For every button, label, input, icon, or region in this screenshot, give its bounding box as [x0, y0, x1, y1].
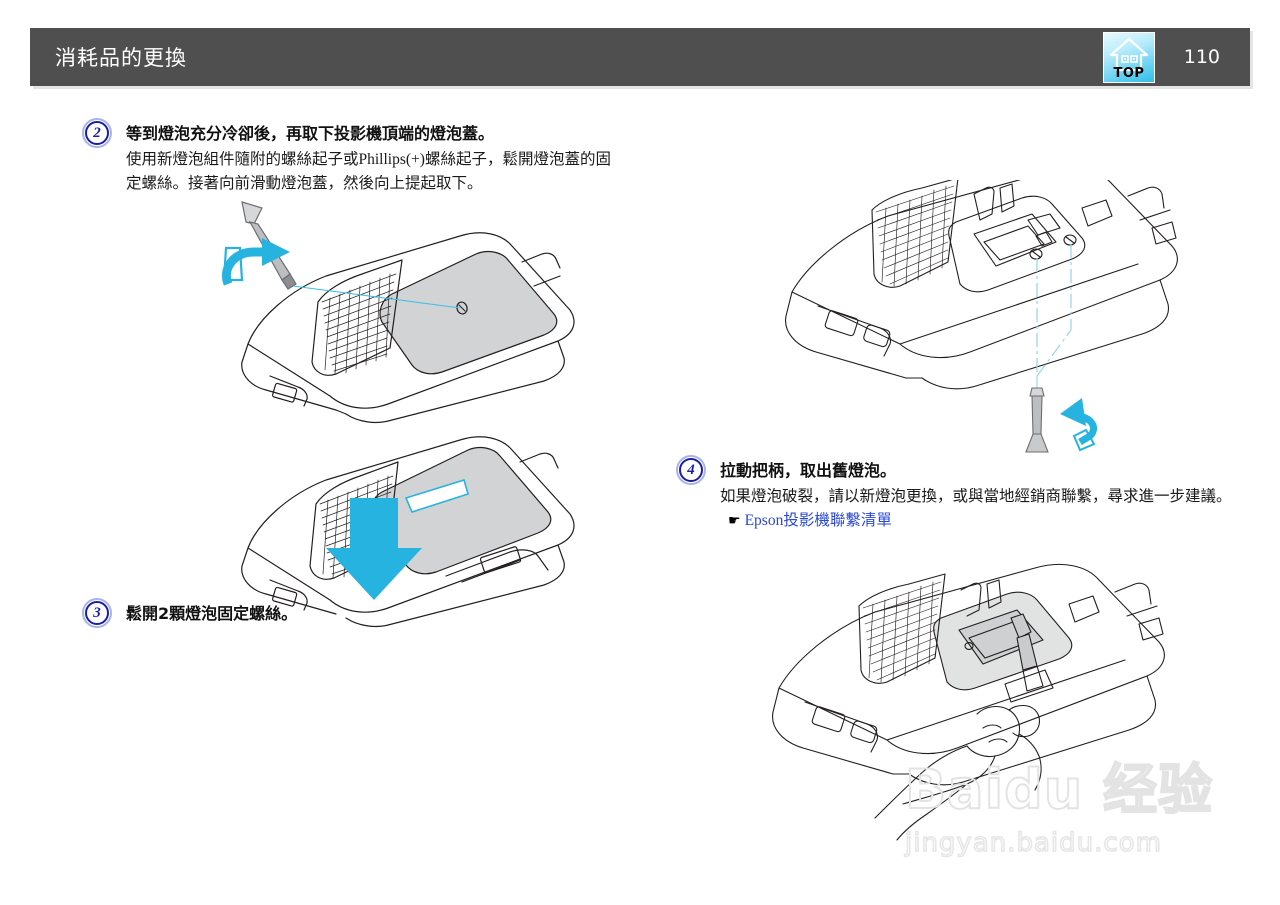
step-3-badge: 3: [82, 598, 112, 628]
badge-ring-outer: [676, 455, 706, 485]
step-4-heading: 拉動把柄，取出舊燈泡。: [720, 461, 897, 480]
step-3-heading: 鬆開2顆燈泡固定螺絲。: [126, 604, 298, 623]
badge-ring-inner: [85, 121, 109, 145]
page-header-bar: 消耗品的更換 TOP 110: [30, 28, 1250, 86]
page-title: 消耗品的更換: [55, 46, 187, 70]
badge-ring-outer: [82, 118, 112, 148]
house-top-icon: [1108, 36, 1150, 77]
step-4-body: 如果燈泡破裂，請以新燈泡更換，或與當地經銷商聯繫，尋求進一步建議。 ☛Epson投…: [720, 485, 1240, 532]
badge-ring-inner: [679, 458, 703, 482]
step-4-body-text: 如果燈泡破裂，請以新燈泡更換，或與當地經銷商聯繫，尋求進一步建議。: [720, 488, 1232, 505]
step-3-number: 3: [93, 604, 101, 621]
step-2-body: 使用新燈泡組件隨附的螺絲起子或Phillips(+)螺絲起子，鬆開燈泡蓋的固定螺…: [126, 151, 611, 192]
badge-ring-outer: [82, 598, 112, 628]
epson-contact-list-link[interactable]: Epson投影機聯繫清單: [744, 511, 892, 529]
step-4-badge: 4: [676, 455, 706, 485]
step-2-badge: 2: [82, 118, 112, 148]
step-2-number: 2: [93, 124, 101, 141]
top-button[interactable]: TOP: [1103, 32, 1155, 83]
badge-ring-inner: [85, 601, 109, 625]
top-button-label: TOP: [1113, 66, 1145, 81]
illustration-projector-lamp-remove-handle: [755, 560, 1195, 855]
step-4-number: 4: [687, 461, 695, 478]
step-2-heading: 等到燈泡充分冷卻後，再取下投影機頂端的燈泡蓋。: [126, 124, 495, 143]
page-number: 110: [1183, 46, 1220, 68]
illustration-projector-lamp-cover-slide: [150, 400, 620, 635]
pointing-hand-icon: ☛: [728, 513, 741, 529]
illustration-projector-lamp-cover-screw: [130, 198, 610, 433]
illustration-projector-lamp-fixing-screws: [760, 167, 1190, 470]
